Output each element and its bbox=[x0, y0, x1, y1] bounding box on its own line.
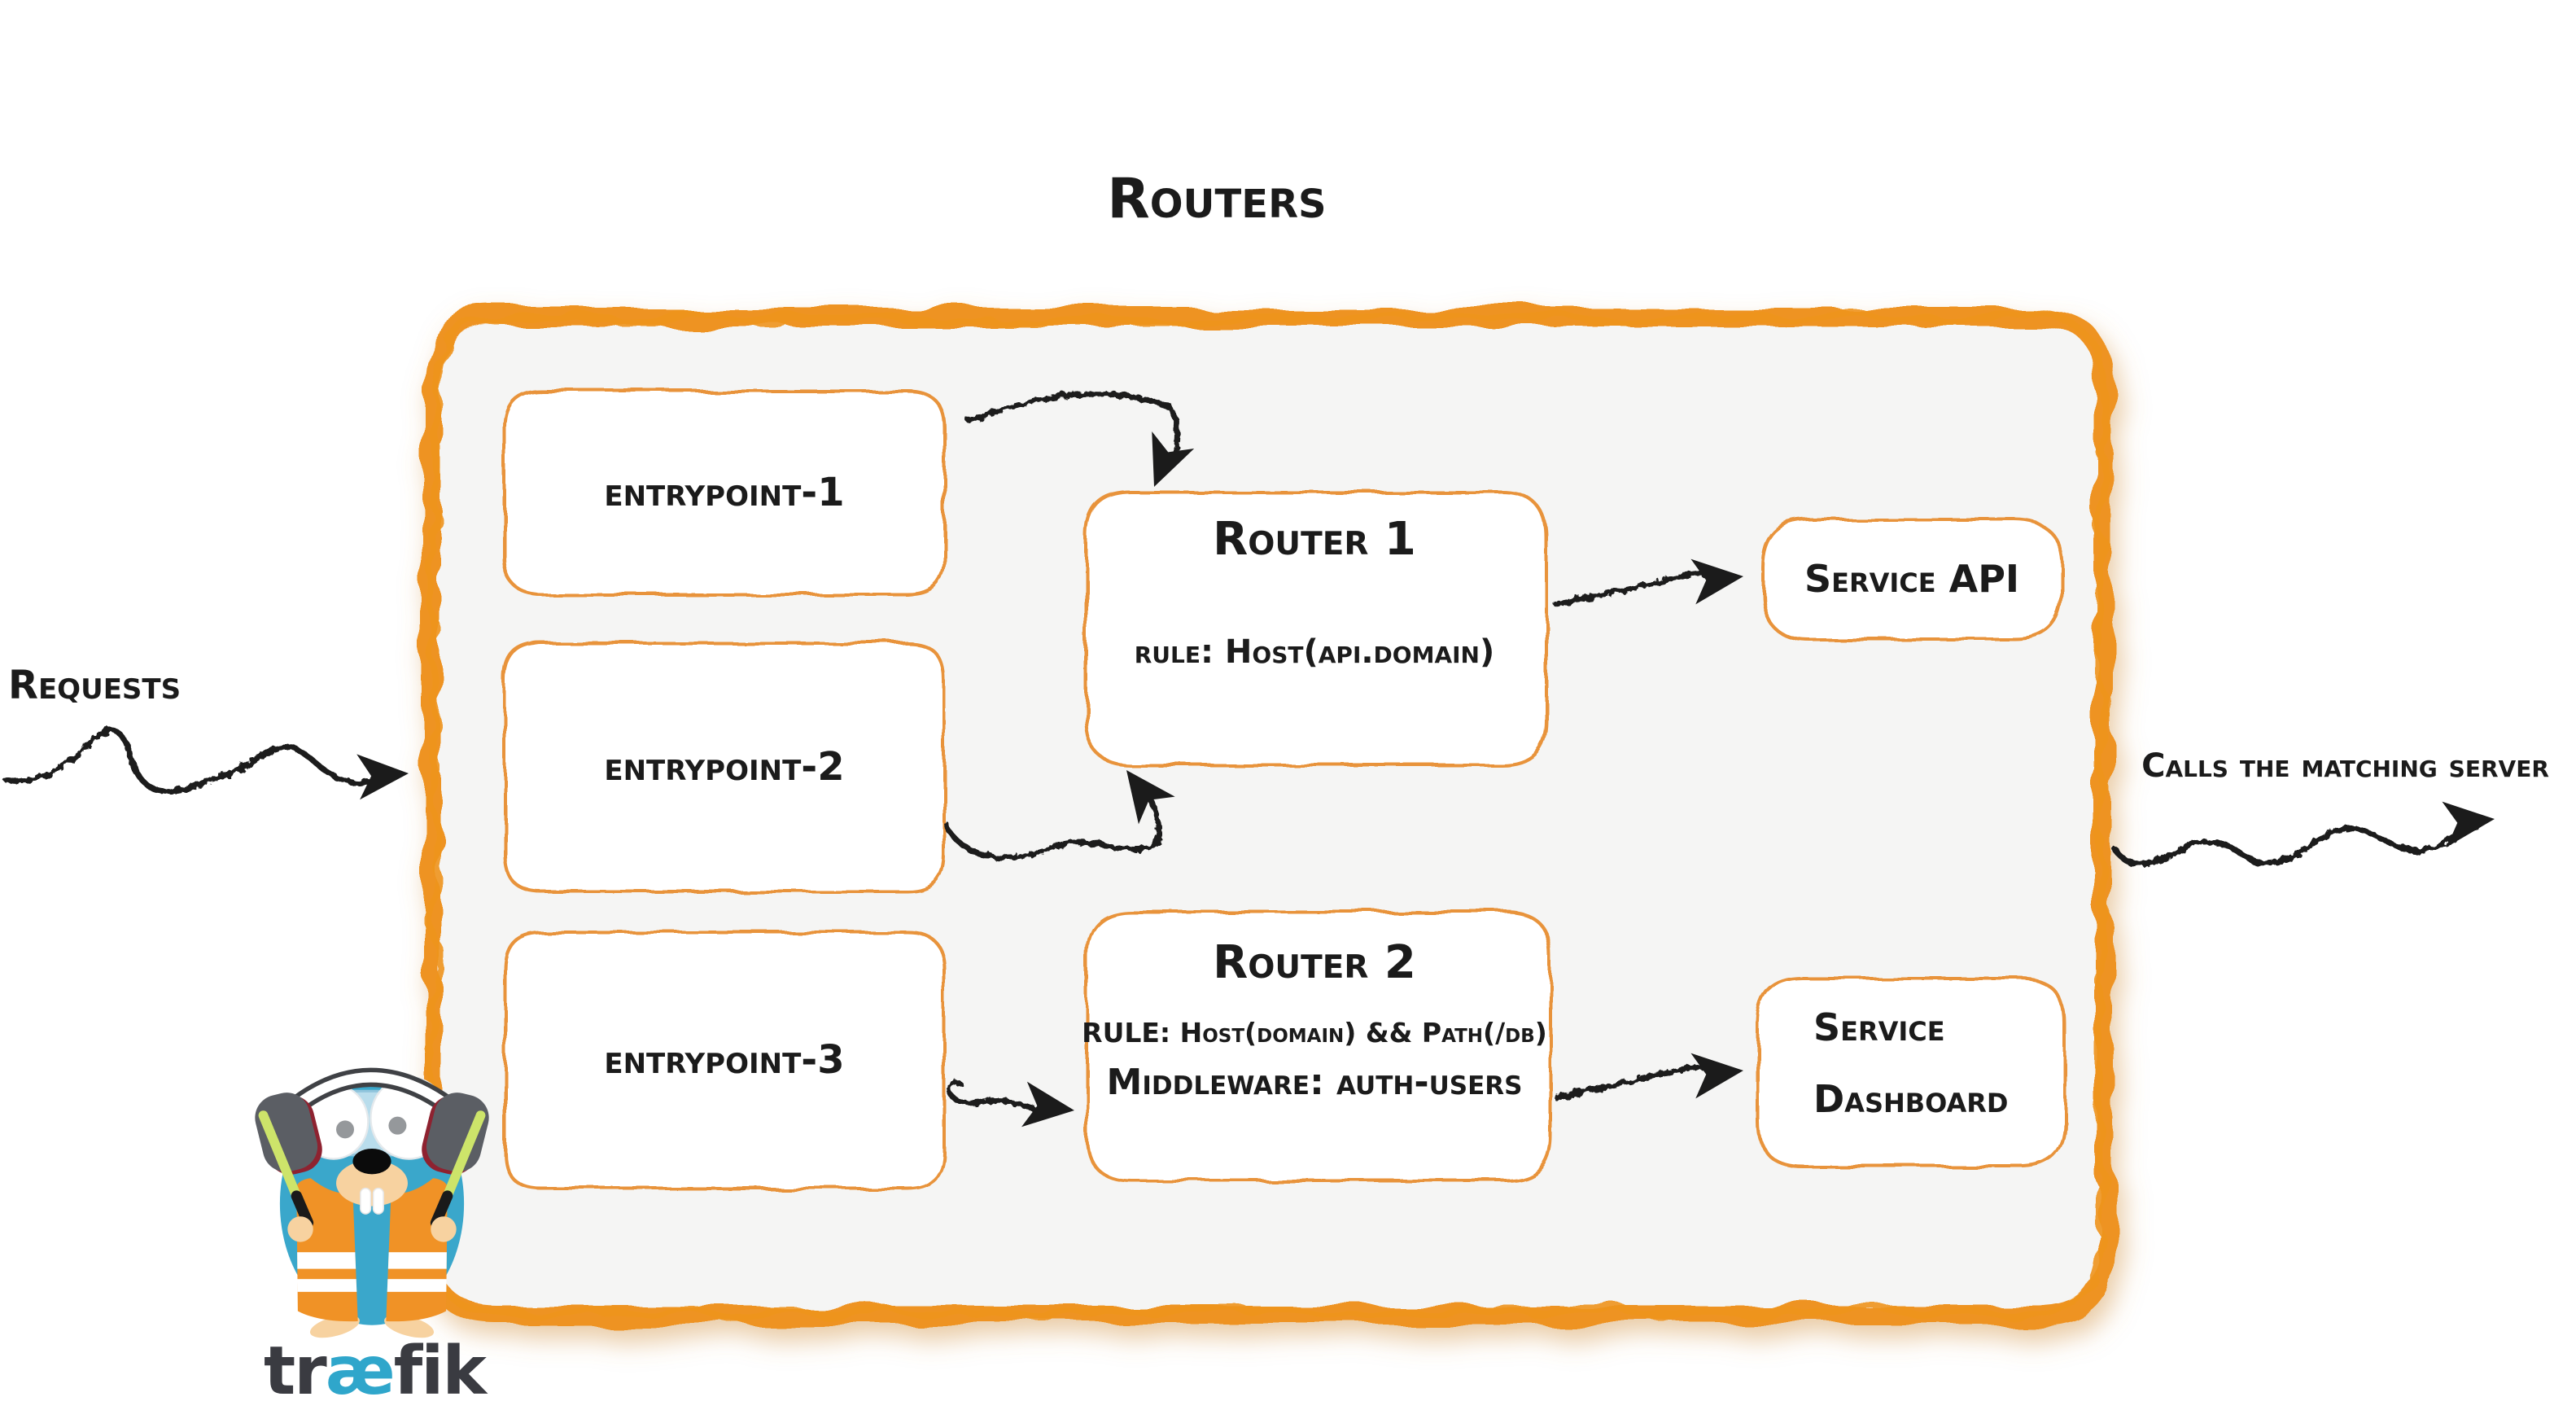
gopher-tooth-left bbox=[360, 1187, 372, 1215]
arrow-entrypoint1-router1-line bbox=[965, 391, 1180, 475]
arrow-calls-line bbox=[2111, 822, 2478, 867]
gopher-hand-left bbox=[287, 1216, 313, 1242]
arrow-entrypoint3-router2-line bbox=[946, 1079, 1049, 1111]
entrypoint-2-box bbox=[503, 642, 946, 893]
gopher-pupil-left bbox=[336, 1120, 355, 1139]
router-2-box bbox=[1085, 910, 1552, 1182]
gopher-muzzle bbox=[336, 1160, 408, 1206]
gopher-tooth-right bbox=[372, 1187, 384, 1215]
arrow-requests-line bbox=[3, 727, 396, 795]
gopher-nose bbox=[352, 1148, 391, 1175]
arrowhead-calls bbox=[2442, 796, 2497, 847]
router-1-box bbox=[1085, 491, 1548, 767]
traefik-mascot bbox=[255, 1067, 489, 1338]
safety-vest-left bbox=[295, 1178, 358, 1322]
entrypoint-1-box bbox=[503, 389, 946, 596]
service-api-box bbox=[1760, 518, 2063, 641]
arrowhead-requests bbox=[356, 751, 410, 800]
arrow-entrypoint2-router1-line bbox=[942, 780, 1162, 860]
baton-left bbox=[258, 1110, 302, 1201]
gopher-pupil-right bbox=[388, 1116, 407, 1135]
routers-container-border-texture bbox=[430, 315, 2106, 1316]
entrypoint-3-box bbox=[503, 931, 946, 1190]
safety-vest-right bbox=[386, 1178, 448, 1322]
baton-right bbox=[442, 1110, 486, 1201]
service-dashboard-box bbox=[1756, 977, 2066, 1168]
gopher-hand-right bbox=[431, 1216, 457, 1242]
